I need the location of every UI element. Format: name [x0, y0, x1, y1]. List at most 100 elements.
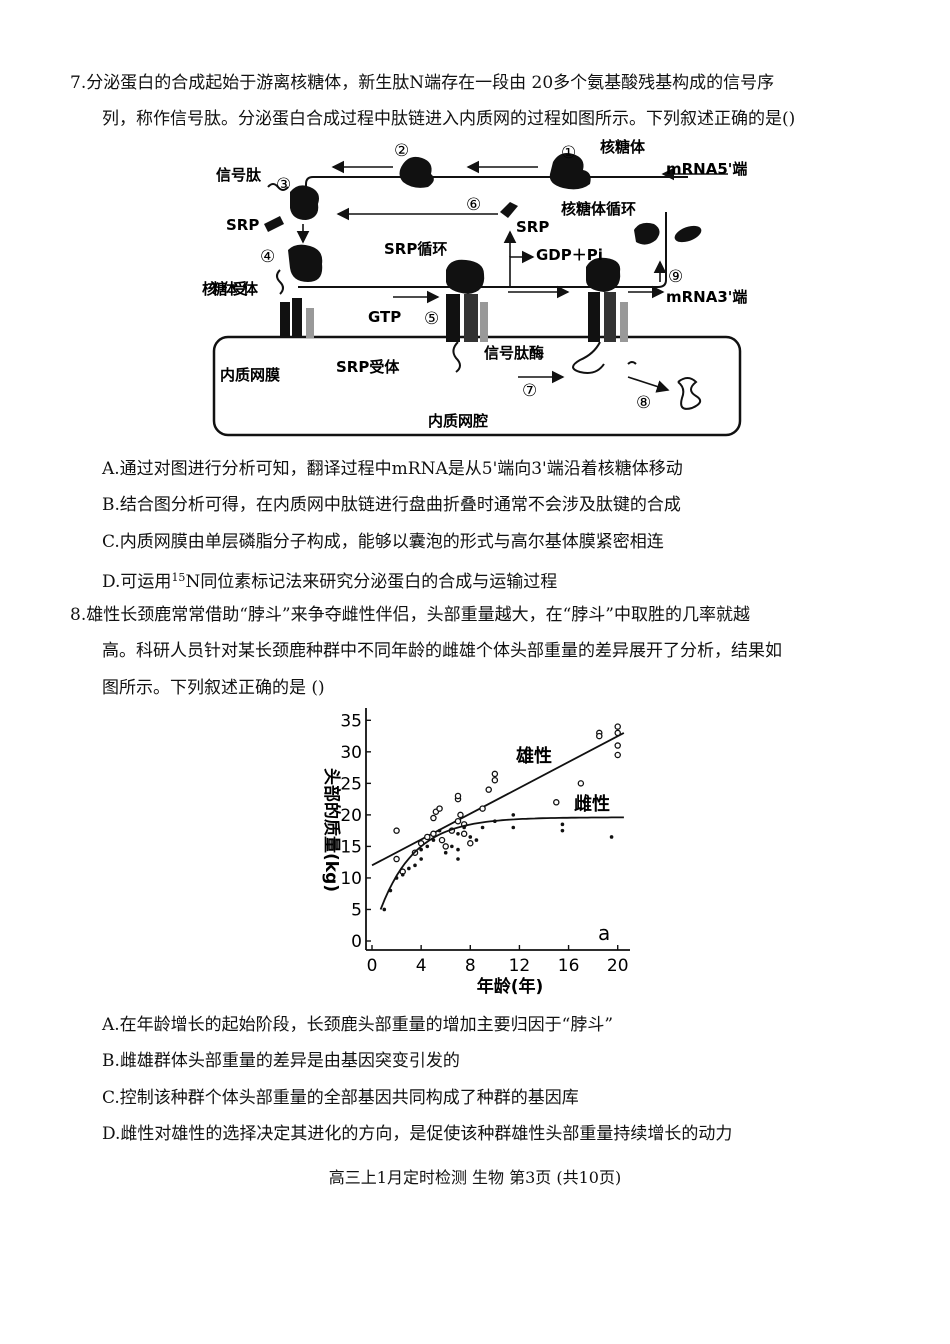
- label-signal-peptide: 信号肽: [216, 166, 262, 184]
- female-point: [382, 907, 387, 912]
- chart-panel-label: a: [598, 921, 610, 945]
- y-tick-label: 10: [340, 869, 362, 889]
- label-er-lumen: 内质网腔: [428, 412, 488, 430]
- male-point: [436, 805, 443, 812]
- male-point: [457, 811, 464, 819]
- srp-right-icon: [500, 202, 518, 218]
- srp-left-icon: [264, 216, 284, 232]
- female-point: [419, 847, 423, 852]
- female-point: [400, 872, 405, 877]
- female-point: [468, 835, 473, 839]
- male-point: [491, 770, 499, 778]
- male-point: [614, 723, 621, 730]
- q7-stem-line2: 列，称作信号肽。分泌蛋白合成过程中肽链进入内质网的过程如图所示。下列叙述正确的是…: [102, 109, 796, 129]
- female-point: [394, 876, 399, 880]
- female-point: [450, 844, 454, 849]
- label-mrna3: mRNA3'端: [666, 288, 747, 306]
- male-point: [460, 830, 468, 838]
- step-6: ⑥: [466, 195, 481, 215]
- female-point: [443, 850, 448, 855]
- x-tick-label: 0: [367, 956, 378, 976]
- chart-xlabel: 年龄(年): [477, 976, 544, 997]
- female-point: [407, 866, 411, 871]
- y-tick-label: 5: [351, 900, 362, 920]
- label-srp-left: SRP: [226, 216, 259, 234]
- q7-option-b: B.结合图分析可得，在内质网中肽链进行盘曲折叠时通常不会涉及肽键的合成: [102, 495, 681, 515]
- chart-ylabel: 头部的质量(kg): [321, 768, 342, 892]
- male-point: [577, 780, 585, 787]
- label-srp-right: SRP: [516, 218, 549, 236]
- q8-option-c: C.控制该种群个体头部重量的全部基因共同构成了种群的基因库: [102, 1088, 579, 1108]
- label-gtp: GTP: [368, 308, 401, 326]
- female-point: [462, 825, 466, 830]
- y-tick-label: 35: [340, 711, 362, 731]
- female-point: [419, 857, 423, 861]
- y-tick-label: 25: [340, 774, 362, 794]
- label-srp-cycle: SRP循环: [384, 240, 447, 258]
- receptors-icon: [280, 298, 314, 338]
- female-point: [425, 844, 430, 849]
- male-point: [596, 732, 603, 740]
- secretory-protein-diagram: 核糖体 mRNA5'端 核糖体循环 信号肽 SRP SRP SRP循环 GDP＋…: [202, 138, 747, 437]
- ribosome-6-icon: [572, 257, 628, 374]
- step-3: ③: [276, 175, 291, 195]
- female-point: [493, 819, 497, 823]
- step-8: ⑧: [636, 393, 651, 413]
- female-point: [456, 857, 460, 861]
- step-2: ②: [394, 141, 409, 161]
- q7-option-a: A.通过对图进行分析可知，翻译过程中mRNA是从5'端向3'端沿着核糖体移动: [102, 459, 683, 479]
- male-trend-line: [371, 732, 625, 867]
- ribosome-3-icon: [267, 183, 319, 220]
- label-ribosome-receptor-1: 核糖体受体: [202, 280, 259, 298]
- male-point: [614, 742, 621, 749]
- female-point: [511, 813, 516, 817]
- male-point: [454, 817, 462, 825]
- y-tick-label: 20: [340, 806, 362, 826]
- male-point: [479, 805, 486, 812]
- label-ribosome-cycle: 核糖体循环: [561, 200, 636, 218]
- q8-option-a: A.在年龄增长的起始阶段，长颈鹿头部重量的增加主要归因于“脖斗”: [102, 1015, 614, 1035]
- male-point: [485, 786, 492, 793]
- step-5: ⑤: [424, 309, 439, 329]
- y-tick-label: 30: [340, 743, 362, 763]
- label-er-membrane: 内质网膜: [220, 366, 280, 384]
- ribosome-1-icon: [549, 153, 591, 190]
- female-point: [474, 838, 479, 842]
- folded-protein-icon: [627, 361, 702, 410]
- q8-stem-line1: 8.雄性长颈鹿常常借助“脖斗”来争夺雌性伴侣，头部重量越大，在“脖斗”中取胜的几…: [70, 605, 750, 625]
- x-tick-label: 16: [558, 956, 580, 976]
- male-point: [438, 836, 446, 844]
- x-tick-label: 4: [416, 956, 427, 976]
- label-ribosome: 核糖体: [600, 138, 646, 156]
- male-point: [614, 751, 621, 759]
- x-tick-label: 12: [509, 956, 531, 976]
- q7-option-d-sup: 15: [171, 571, 186, 584]
- male-point: [393, 855, 400, 863]
- q7-option-d-post: N同位素标记法来研究分泌蛋白的合成与运输过程: [185, 572, 558, 592]
- label-mrna5: mRNA5'端: [666, 160, 747, 178]
- q7-stem-line1: 7.分泌蛋白的合成起始于游离核糖体，新生肽N端存在一段由 20多个氨基酸残基构成…: [70, 73, 775, 93]
- female-point: [388, 888, 393, 893]
- label-srp-receptor: SRP受体: [336, 358, 400, 376]
- female-point: [480, 825, 485, 830]
- label-gdp-pi: GDP＋Pi: [536, 246, 603, 264]
- series-label-male: 雄性: [515, 745, 552, 767]
- female-point: [413, 863, 417, 868]
- step-7: ⑦: [522, 381, 537, 401]
- male-point: [424, 833, 431, 841]
- male-point: [491, 776, 499, 784]
- ribosome-subunits-icon: [634, 222, 702, 245]
- series-label-female: 雌性: [574, 793, 610, 815]
- ribosome-5-icon: [446, 259, 488, 373]
- q8-stem-line3: 图所示。下列叙述正确的是 (): [102, 678, 325, 698]
- male-point: [393, 827, 400, 834]
- male-point: [430, 814, 437, 822]
- label-signal-peptidase: 信号肽酶: [484, 344, 544, 362]
- q8-stem-line2: 高。科研人员针对某长颈鹿种群中不同年龄的雌雄个体头部重量的差异展开了分析，结果如: [102, 641, 782, 661]
- female-point: [456, 847, 460, 852]
- y-tick-label: 15: [340, 837, 362, 857]
- male-point: [454, 792, 462, 800]
- female-point: [609, 835, 614, 839]
- female-point: [431, 838, 436, 842]
